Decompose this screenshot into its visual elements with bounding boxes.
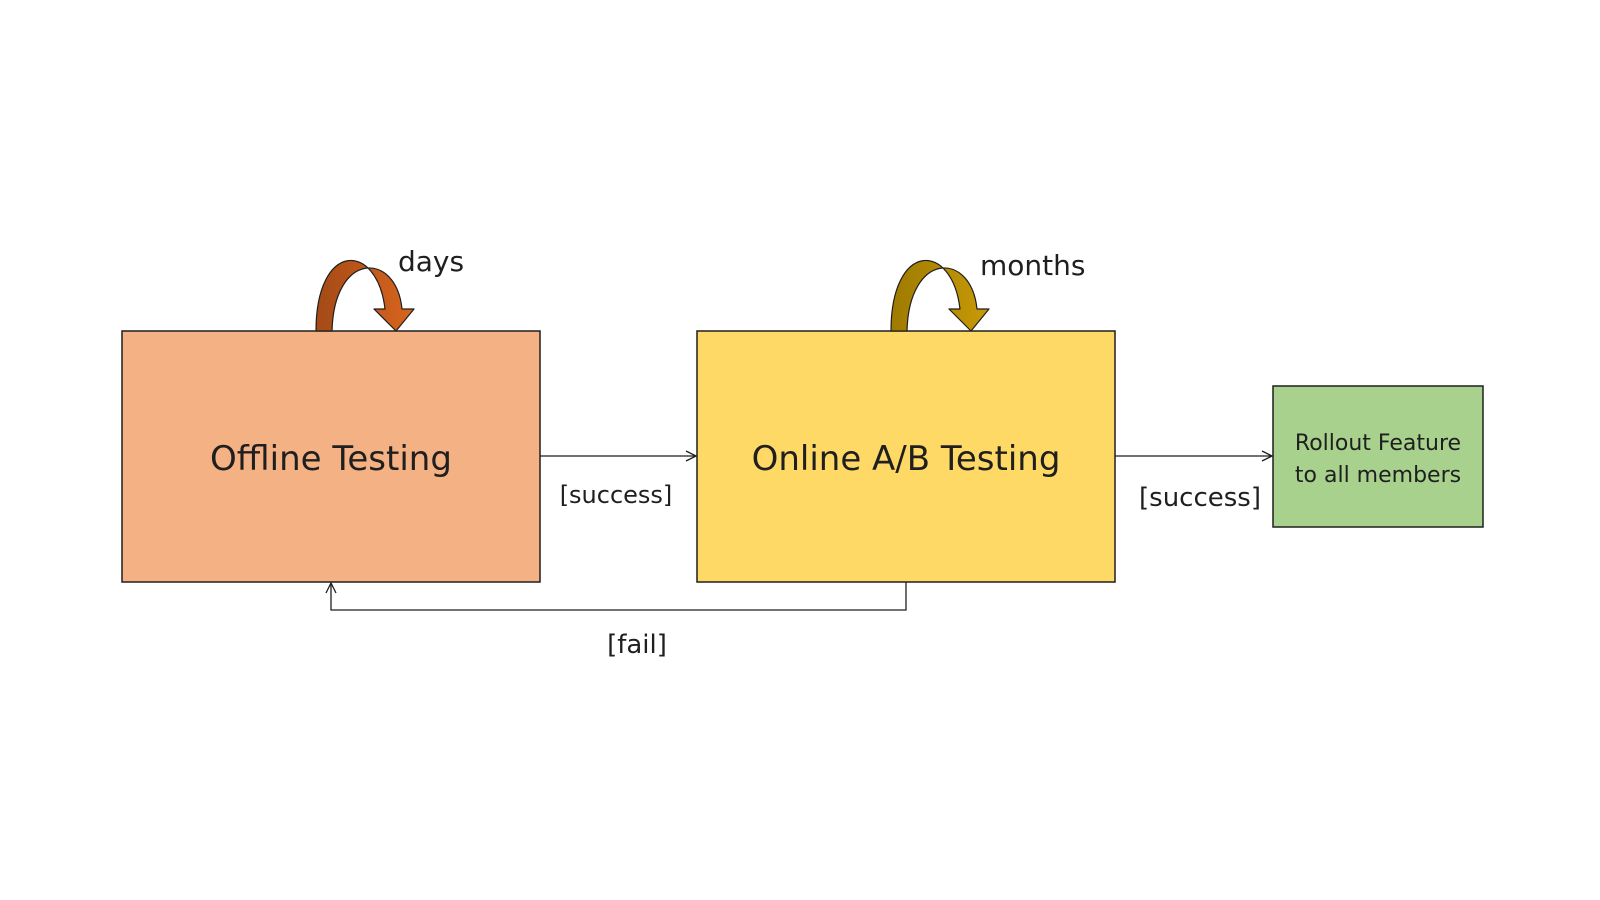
edge-offline-to-online-label: [success] (560, 481, 673, 509)
loop-offline: days (315, 245, 464, 332)
rollout-box (1272, 385, 1484, 528)
rollout-node[interactable]: Rollout Feature to all members (1272, 385, 1484, 528)
edge-online-to-offline[interactable]: [fail] (331, 582, 907, 660)
loop-online: months (890, 249, 1085, 332)
loop-offline-arrow-icon (315, 259, 415, 332)
edge-offline-to-online[interactable]: [success] (540, 456, 696, 509)
rollout-label-line2: to all members (1295, 463, 1461, 488)
edge-online-to-rollout[interactable]: [success] (1115, 456, 1272, 513)
offline-testing-box (121, 330, 541, 583)
online-ab-testing-label: Online A/B Testing (752, 439, 1061, 479)
edge-online-to-rollout-label: [success] (1139, 483, 1261, 513)
loop-online-arrow-icon (890, 259, 990, 332)
offline-testing-label: Offline Testing (210, 439, 452, 479)
edge-online-to-offline-line (331, 582, 907, 611)
online-ab-testing-box (696, 330, 1116, 583)
online-ab-testing-node[interactable]: Online A/B Testing (696, 330, 1116, 583)
edge-online-to-offline-label: [fail] (607, 630, 667, 660)
loop-online-label: months (980, 249, 1085, 282)
loop-offline-label: days (398, 245, 464, 278)
rollout-label-line1: Rollout Feature (1295, 431, 1461, 456)
offline-testing-node[interactable]: Offline Testing (121, 330, 541, 583)
